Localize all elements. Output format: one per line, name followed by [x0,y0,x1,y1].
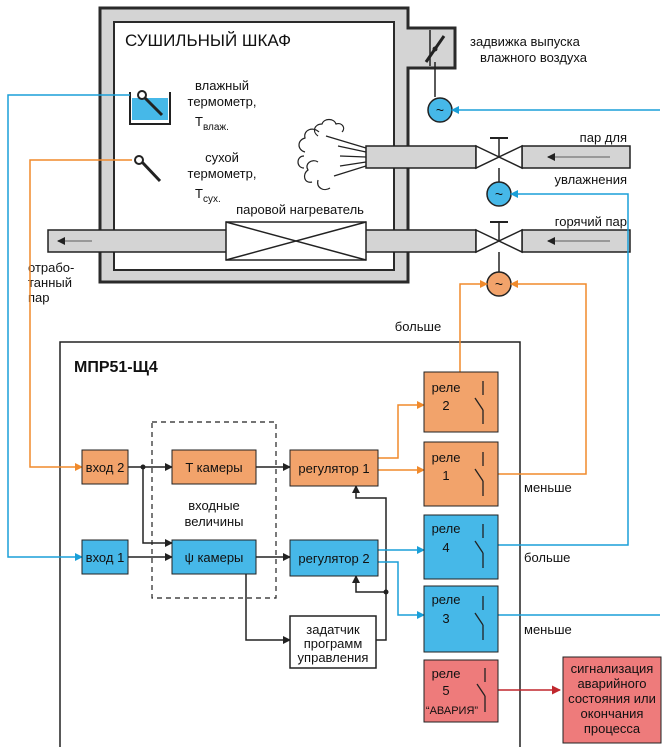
damper-label-1: задвижка выпуска [470,34,581,49]
humidification-pipe [365,145,631,169]
t-camera-block: T камеры [171,449,257,485]
svg-text:~: ~ [436,102,444,118]
svg-text:~: ~ [495,186,503,202]
exhaust-label-2: танный [28,275,72,290]
svg-text:процесса: процесса [584,721,641,736]
hot-steam-valve-icon [475,221,523,254]
damper-actuator-icon: ~ [427,62,453,123]
svg-text:“АВАРИЯ”: “АВАРИЯ” [426,705,478,717]
dry-label-2: термометр, [188,166,257,181]
exhaust-label-1: отрабо- [28,260,74,275]
humidification-valve-icon [475,137,523,170]
input-values-label-1: входные [188,498,240,513]
damper-icon [424,30,446,66]
relay-5-alarm: реле 5 “АВАРИЯ” [423,659,499,723]
wet-label-2: термометр, [188,94,257,109]
input1-block: вход 1 [81,539,129,575]
wet-label-1: влажный [195,78,249,93]
wet-thermometer-icon [129,90,171,125]
dry-thermometer-icon [134,155,162,183]
svg-text:регулятор 1: регулятор 1 [298,461,369,476]
dry-label-1: сухой [205,150,239,165]
svg-text:программ: программ [304,636,363,651]
steam-heater-icon [225,221,367,261]
relay-contact-icon [474,524,484,568]
signal-more-top: больше [395,319,441,334]
device-title: МПР51-Щ4 [74,359,158,376]
relay-1: реле 1 [423,441,499,507]
drying-cabinet [98,6,457,284]
damper-label-2: влажного воздуха [480,50,588,65]
alarm-signaling-block: сигнализация аварийного состояния или ок… [562,656,662,744]
svg-text:ψ камеры: ψ камеры [185,550,244,565]
svg-text:1: 1 [442,468,449,483]
svg-text:реле: реле [432,450,461,465]
svg-text:реле: реле [432,592,461,607]
input-values-group [151,421,277,599]
svg-text:4: 4 [442,540,449,555]
relay-contact-icon [476,668,486,712]
svg-text:T камеры: T камеры [185,460,242,475]
svg-text:аварийного: аварийного [577,676,646,691]
program-setter-block: задатчик программ управления [289,615,377,669]
input2-block: вход 2 [81,449,129,485]
regulator2-block: регулятор 2 [289,539,379,577]
svg-text:задатчик: задатчик [306,622,360,637]
steam-spray-icon [297,118,367,191]
relay-2: реле 2 [423,371,499,433]
hot-steam-label: горячий пар [555,214,627,229]
svg-text:2: 2 [442,398,449,413]
exhaust-label-3: пар [28,290,50,305]
svg-text:вход 1: вход 1 [86,550,125,565]
relay-4: реле 4 [423,514,499,580]
relay-contact-icon [474,596,484,640]
humid-actuator-icon: ~ [486,168,512,207]
cabinet-title: СУШИЛЬНЫЙ ШКАФ [125,31,291,50]
svg-text:окончания: окончания [581,706,644,721]
svg-text:3: 3 [442,611,449,626]
wet-symbol: Tвлаж. [195,114,229,133]
svg-text:вход 2: вход 2 [86,460,125,475]
relay-contact-icon [474,452,484,496]
relay-3: реле 3 [423,585,499,653]
heater-actuator-icon: ~ [486,252,512,297]
dry-symbol: Tсух. [195,186,221,205]
svg-text:~: ~ [495,276,503,292]
input-values-label-2: величины [185,514,244,529]
signal-less-1: меньше [524,480,572,495]
signal-less-2: меньше [524,622,572,637]
psi-camera-block: ψ камеры [171,539,257,575]
svg-text:состояния или: состояния или [568,691,656,706]
signal-more-2: больше [524,550,570,565]
svg-text:реле: реле [432,666,461,681]
svg-text:управления: управления [298,650,369,665]
relay-contact-icon [474,381,484,424]
humid-label-1: пар для [580,130,627,145]
humid-label-2: увлажнения [554,172,627,187]
svg-text:5: 5 [442,683,449,698]
svg-text:реле: реле [432,521,461,536]
svg-text:реле: реле [432,380,461,395]
svg-text:сигнализация: сигнализация [571,661,654,676]
regulator1-block: регулятор 1 [289,449,379,487]
heater-label: паровой нагреватель [236,202,364,217]
svg-text:регулятор 2: регулятор 2 [298,551,369,566]
